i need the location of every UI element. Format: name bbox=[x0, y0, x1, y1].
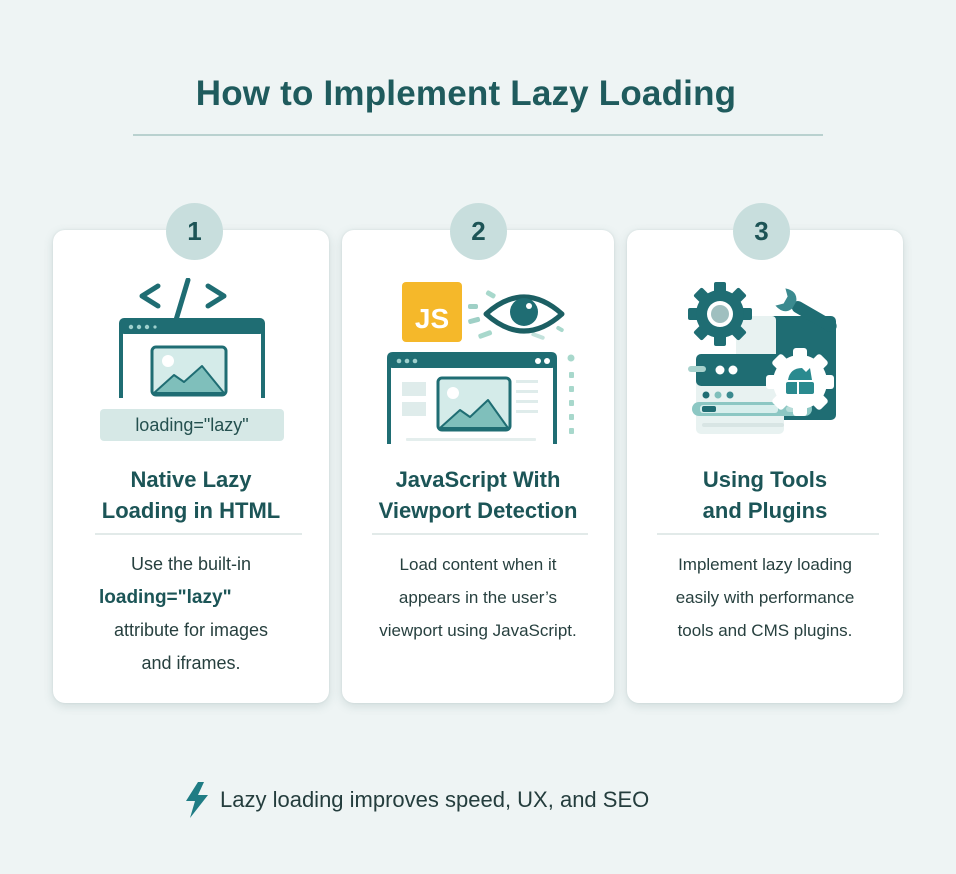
lightning-bolt-icon bbox=[184, 782, 210, 818]
desc-line: attribute for images bbox=[113, 620, 269, 640]
footer-note: Lazy loading improves speed, UX, and SEO bbox=[184, 782, 649, 818]
desc-line: and iframes. bbox=[141, 653, 241, 673]
desc-line: tools and CMS plugins. bbox=[677, 621, 853, 640]
step-divider bbox=[95, 533, 302, 535]
page-title: How to Implement Lazy Loading bbox=[195, 74, 737, 113]
gear-wrench-plugin-icon bbox=[688, 272, 843, 447]
desc-line: Implement lazy loading bbox=[678, 555, 852, 574]
footer-text: Lazy loading improves speed, UX, and SEO bbox=[220, 787, 650, 812]
desc-line: appears in the user’s bbox=[398, 588, 558, 607]
desc-code: loading="lazy" bbox=[99, 587, 232, 608]
desc-line: easily with performance bbox=[675, 588, 855, 607]
step-description: Load content when it appears in the user… bbox=[342, 548, 614, 647]
step-description: Implement lazy loading easily with perfo… bbox=[627, 548, 903, 647]
step-divider bbox=[657, 533, 879, 535]
step-badge-2: 2 bbox=[450, 203, 507, 260]
step-title-line: Using Tools bbox=[702, 467, 828, 492]
desc-line: Use the built-in bbox=[130, 554, 252, 574]
step-badge-1: 1 bbox=[166, 203, 223, 260]
title-divider bbox=[133, 134, 823, 136]
step-badge-3: 3 bbox=[733, 203, 790, 260]
step-title: Native Lazy Loading in HTML bbox=[53, 464, 329, 526]
step-title-line: Loading in HTML bbox=[101, 498, 281, 523]
step-divider bbox=[372, 533, 588, 535]
step-title: Using Tools and Plugins bbox=[627, 464, 903, 526]
step-description: Use the built-in loading="lazy" attribut… bbox=[53, 548, 329, 680]
step-title-line: Native Lazy bbox=[130, 467, 252, 492]
step-title-line: Viewport Detection bbox=[378, 498, 578, 523]
step-title: JavaScript With Viewport Detection bbox=[342, 464, 614, 526]
code-browser-image-icon bbox=[118, 277, 268, 404]
js-label: JS bbox=[415, 303, 449, 334]
js-eye-viewport-icon: JS bbox=[386, 282, 586, 452]
desc-line: viewport using JavaScript. bbox=[379, 621, 577, 640]
step-card-2: JavaScript With Viewport Detection Load … bbox=[342, 230, 614, 703]
desc-line: Load content when it bbox=[399, 555, 557, 574]
code-label-pill: loading="lazy" bbox=[100, 409, 284, 441]
step-title-line: JavaScript With bbox=[395, 467, 561, 492]
step-title-line: and Plugins bbox=[702, 498, 828, 523]
step-card-3: Using Tools and Plugins Implement lazy l… bbox=[627, 230, 903, 703]
step-card-1: Native Lazy Loading in HTML Use the buil… bbox=[53, 230, 329, 703]
